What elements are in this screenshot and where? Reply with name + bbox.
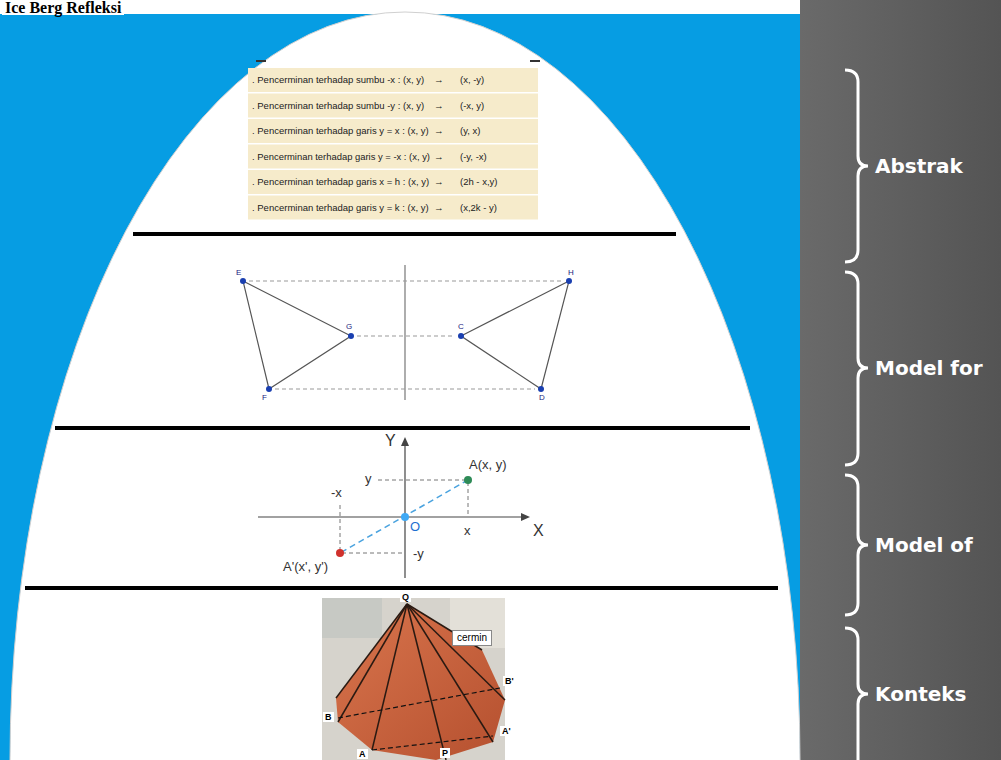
formula-text: . Pencerminan terhadap garis y = x : (x,… xyxy=(252,125,429,137)
formula-text: . Pencerminan terhadap garis y = k : (x,… xyxy=(252,202,429,214)
vertex-label: E xyxy=(236,268,241,277)
point-label: A'(x', y') xyxy=(282,560,329,574)
vertex-label: H xyxy=(568,268,574,277)
result-text: (y, x) xyxy=(460,125,480,137)
result-text: (-y, -x) xyxy=(460,151,487,163)
arrow-symbol: → xyxy=(434,151,444,163)
vertex-label: G xyxy=(346,322,352,331)
arrow-symbol: → xyxy=(434,176,444,188)
page-title: Ice Berg Refleksi xyxy=(2,0,124,15)
axis-value: x xyxy=(463,524,472,538)
vertex-label: F xyxy=(262,393,267,402)
level-label: Abstrak xyxy=(875,155,963,177)
photo-label: A xyxy=(357,749,368,759)
vertex-label: C xyxy=(458,322,464,331)
formula-text: . Pencerminan terhadap garis y = -x : (x… xyxy=(252,151,430,163)
formula-text: . Pencerminan terhadap sumbu -y : (x, y) xyxy=(252,100,424,112)
level-label: Model for xyxy=(875,357,983,379)
axis-label: Y xyxy=(384,432,397,449)
level-label: Konteks xyxy=(875,683,966,705)
photo-label: A' xyxy=(500,726,513,736)
point-label: A(x, y) xyxy=(468,458,508,472)
photo-label: P xyxy=(440,748,450,758)
photo-label: B xyxy=(323,712,334,722)
formula-text: . Pencerminan terhadap sumbu -x : (x, y) xyxy=(252,74,424,86)
vertex-label: D xyxy=(539,393,545,402)
photo-label: cermin xyxy=(452,630,492,646)
axis-value: y xyxy=(364,472,373,486)
formula-text: . Pencerminan terhadap garis x = h : (x,… xyxy=(252,176,429,188)
axis-value: -y xyxy=(412,547,425,561)
origin-label: O xyxy=(409,520,421,534)
arrow-symbol: → xyxy=(434,202,444,214)
result-text: (x, -y) xyxy=(460,74,484,86)
result-text: (-x, y) xyxy=(460,100,484,112)
photo-label: Q xyxy=(400,592,411,602)
photo-label: B' xyxy=(503,676,516,686)
axis-value: -x xyxy=(330,486,343,500)
result-text: (2h - x,y) xyxy=(460,176,497,188)
axis-label: X xyxy=(532,522,545,539)
arrow-symbol: → xyxy=(434,100,444,112)
level-label: Model of xyxy=(875,534,973,556)
arrow-symbol: → xyxy=(434,74,444,86)
result-text: (x,2k - y) xyxy=(460,202,497,214)
arrow-symbol: → xyxy=(434,125,444,137)
